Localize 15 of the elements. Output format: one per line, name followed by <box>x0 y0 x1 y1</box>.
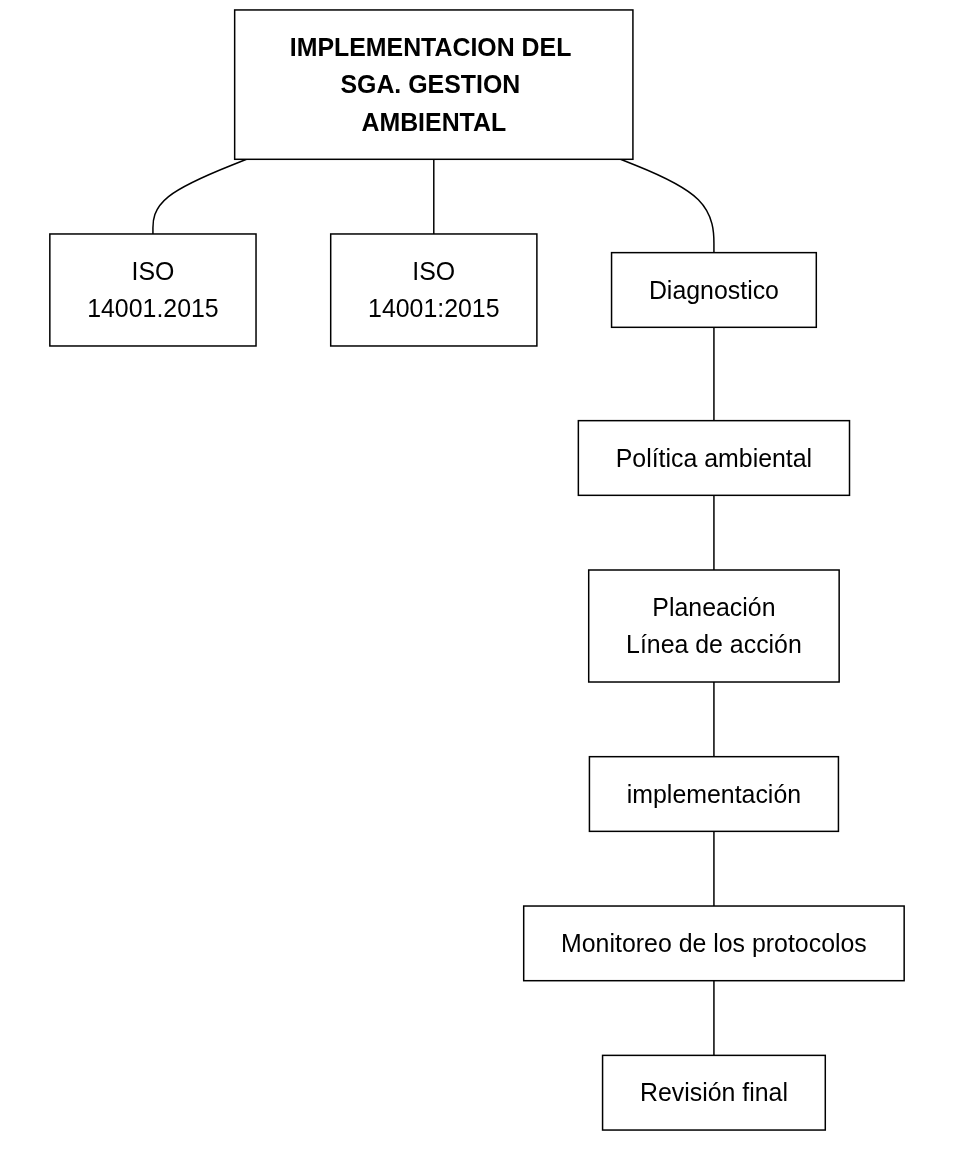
connector <box>713 326 715 422</box>
node-box: Monitoreo de los protocolos <box>522 905 905 982</box>
connector <box>713 830 715 907</box>
node-box: Revisión final <box>601 1054 827 1131</box>
node-box: implementación <box>588 755 840 833</box>
node-box: Política ambiental <box>577 419 851 497</box>
node-box: ISO 14001:2015 <box>329 233 538 347</box>
node-box: Planeación Línea de acción <box>587 569 840 683</box>
node-box: IMPLEMENTACION DEL SGA. GESTION AMBIENTAL <box>233 9 634 161</box>
connector <box>713 979 715 1057</box>
connector <box>713 494 715 571</box>
connector <box>713 681 715 758</box>
node-box: Diagnostico <box>610 251 818 329</box>
connector <box>433 158 435 235</box>
node-box: ISO 14001.2015 <box>49 233 257 347</box>
